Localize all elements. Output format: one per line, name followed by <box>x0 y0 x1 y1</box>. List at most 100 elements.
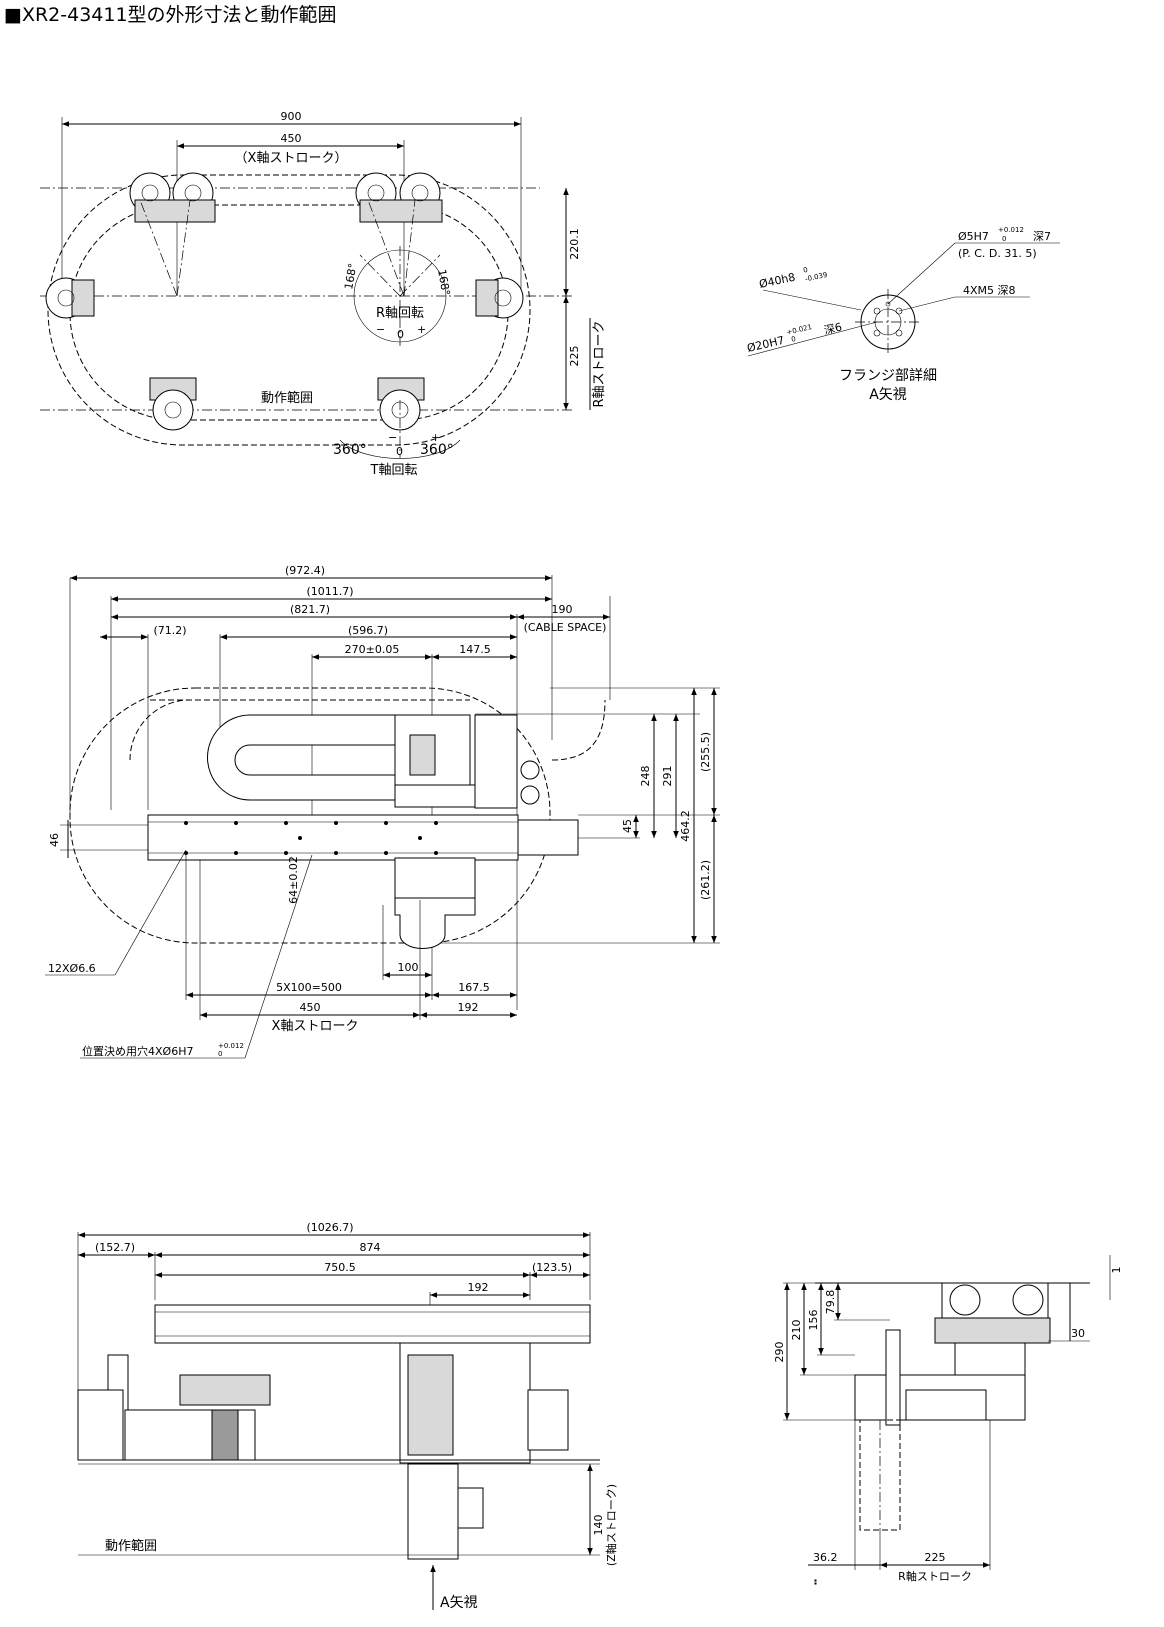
dim-821-7: (821.7) <box>290 603 330 616</box>
dim-140: 140 <box>592 1515 605 1536</box>
dim-64: 64±0.02 <box>287 856 300 904</box>
right-view: 290 210 156 79.8 1 30 36.2 225 R軸ストローク <box>773 1255 1123 1585</box>
robot-head-left <box>45 277 95 319</box>
flange-detail: Ø5H7 +0.012 0 深7 (P. C. D. 31. 5) 4XM5 深… <box>746 226 1060 403</box>
dim-45: 45 <box>621 819 634 833</box>
dim-450-side: 450 <box>300 1001 321 1014</box>
r-stroke-vertical: R軸ストローク <box>592 320 607 407</box>
dim-225-right: 225 <box>925 1551 946 1564</box>
dim-255-5: (255.5) <box>699 732 712 772</box>
dim-30: 30 <box>1071 1327 1085 1340</box>
front-z-lower <box>407 1463 459 1560</box>
positioning-holes: 位置決め用穴4XØ6H7 <box>82 1044 193 1058</box>
robot-head-upper-right <box>355 172 443 297</box>
dim-225: 225 <box>568 346 581 367</box>
dim-972-4: (972.4) <box>285 564 325 577</box>
d40-tol-upper: 0 <box>802 266 808 275</box>
connector-box <box>474 714 518 809</box>
dim-220-1: 220.1 <box>568 228 581 260</box>
dim-190: 190 <box>552 603 573 616</box>
dim-248: 248 <box>639 766 652 787</box>
front-rail <box>154 1304 591 1344</box>
deg168-right: 168° <box>435 268 452 296</box>
d20-tol-upper: +0.021 <box>786 323 813 337</box>
side-view: (972.4) (1011.7) (821.7) 190 (CABLE SPAC… <box>45 564 720 1059</box>
t-rotation-arc <box>339 439 461 459</box>
front-work-range: 動作範囲 <box>105 1539 157 1554</box>
z-stroke: (Z軸ストローク) <box>604 1484 618 1566</box>
deg168-left: 168° <box>342 262 359 290</box>
t-minus: − <box>388 431 397 444</box>
t-zero: 0 <box>396 445 403 458</box>
deg360-right: 360° <box>420 442 454 458</box>
dim-290: 290 <box>773 1342 786 1363</box>
dim-450: 450 <box>281 132 302 145</box>
dim-464-2: 464.2 <box>679 810 692 842</box>
flange-pcd: (P. C. D. 31. 5) <box>958 247 1037 260</box>
page-title: ■XR2-43411型の外形寸法と動作範囲 <box>4 4 337 26</box>
d5h7-tol-upper: +0.012 <box>998 226 1024 234</box>
t-rotation-label: T軸回転 <box>370 463 418 478</box>
d20-depth: 深6 <box>823 320 843 337</box>
right-joint <box>954 1342 1026 1376</box>
robot-head-right <box>475 277 524 319</box>
dim-874: 874 <box>360 1241 381 1254</box>
dim-71-2: (71.2) <box>153 624 186 637</box>
work-range-outline <box>47 174 531 446</box>
dim-100: 100 <box>398 961 419 974</box>
work-range-inner <box>69 204 509 421</box>
dim-291: 291 <box>661 766 674 787</box>
d5h7: Ø5H7 <box>958 230 989 243</box>
flange-view-a: A矢視 <box>869 387 907 403</box>
rail-holes <box>184 821 438 855</box>
flange-caption: フランジ部詳細 <box>839 368 937 384</box>
x-stroke-label: X軸ストローク <box>272 1019 359 1034</box>
dim-261-2: (261.2) <box>699 860 712 900</box>
dim-36-2: 36.2 <box>813 1551 838 1564</box>
front-view: (1026.7) (152.7) 874 750.5 (123.5) 192 <box>77 1221 618 1611</box>
dim-192-front: 192 <box>468 1281 489 1294</box>
r-zero: 0 <box>397 328 404 341</box>
x-motor <box>517 819 579 856</box>
dim-147-5: 147.5 <box>459 643 491 656</box>
dim-210: 210 <box>790 1320 803 1341</box>
r-rotation-label: R軸回転 <box>376 306 424 321</box>
robot-head-lower-left <box>149 377 197 431</box>
x-axis-rail <box>147 814 519 861</box>
holes-12: 12XØ6.6 <box>48 962 96 975</box>
d5h7-tol-lower: 0 <box>1002 235 1006 243</box>
z-carriage <box>394 857 476 899</box>
dim-750-5: 750.5 <box>324 1261 356 1274</box>
robot-head-lower-right <box>377 377 425 431</box>
dim-270: 270±0.05 <box>345 643 400 656</box>
t-plus: + <box>431 431 440 444</box>
dim-152-7: (152.7) <box>95 1241 135 1254</box>
dim-1011-7: (1011.7) <box>306 585 353 598</box>
r-stroke-bottom: R軸ストローク <box>898 1569 972 1583</box>
side-head <box>394 897 476 949</box>
side-work-range <box>69 687 551 944</box>
positioning-tol-lower: 0 <box>218 1050 222 1058</box>
work-range-label: 動作範囲 <box>261 391 313 406</box>
dim-1026-7: (1026.7) <box>306 1221 353 1234</box>
positioning-tol-upper: +0.012 <box>218 1042 244 1050</box>
robot-head-upper-left <box>129 172 216 297</box>
view-a-label: A矢視 <box>440 1595 478 1611</box>
d20: Ø20H7 <box>746 334 786 355</box>
cable-space: (CABLE SPACE) <box>524 621 607 634</box>
dim-156: 156 <box>807 1310 820 1331</box>
d40: Ø40h8 <box>758 271 797 291</box>
x-stroke-paren: （X軸ストローク） <box>235 151 348 166</box>
dim-79-8: 79.8 <box>824 1290 837 1315</box>
top-view: 900 450 （X軸ストローク） <box>40 110 607 478</box>
dim-1: 1 <box>1110 1267 1123 1274</box>
d5h7-depth: 深7 <box>1033 230 1051 243</box>
flange-m5: 4XM5 深8 <box>963 284 1016 297</box>
r-plus: + <box>417 323 426 336</box>
dim-192-side: 192 <box>458 1001 479 1014</box>
dim-5x100: 5X100=500 <box>276 981 342 994</box>
dim-123-5: (123.5) <box>532 1261 572 1274</box>
deg360-left: 360° <box>333 442 367 458</box>
dim-46: 46 <box>48 833 61 847</box>
